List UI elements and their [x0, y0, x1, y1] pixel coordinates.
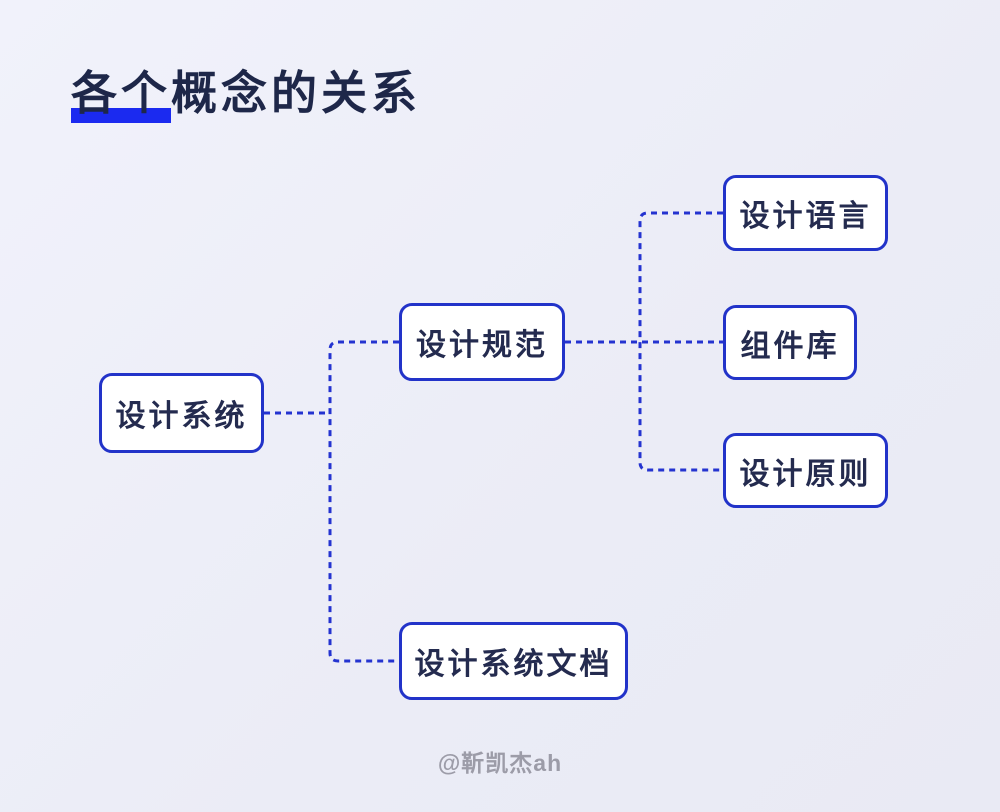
- title-highlighted-text: 各个: [71, 67, 171, 123]
- node-design-system: 设计系统: [99, 373, 264, 453]
- title-rest-text: 概念的关系: [171, 67, 421, 119]
- node-design-spec: 设计规范: [399, 303, 565, 381]
- edge-spec-and-docs-trunk: [328, 340, 399, 663]
- watermark-author: @靳凯杰ah: [437, 750, 563, 776]
- node-component-library: 组件库: [723, 305, 857, 380]
- node-design-system-docs: 设计系统文档: [399, 622, 628, 700]
- edge-language-and-principles-branch: [638, 211, 723, 472]
- page-title: 各个概念的关系: [71, 66, 421, 123]
- node-design-principles: 设计原则: [723, 433, 888, 508]
- node-design-language: 设计语言: [723, 175, 888, 251]
